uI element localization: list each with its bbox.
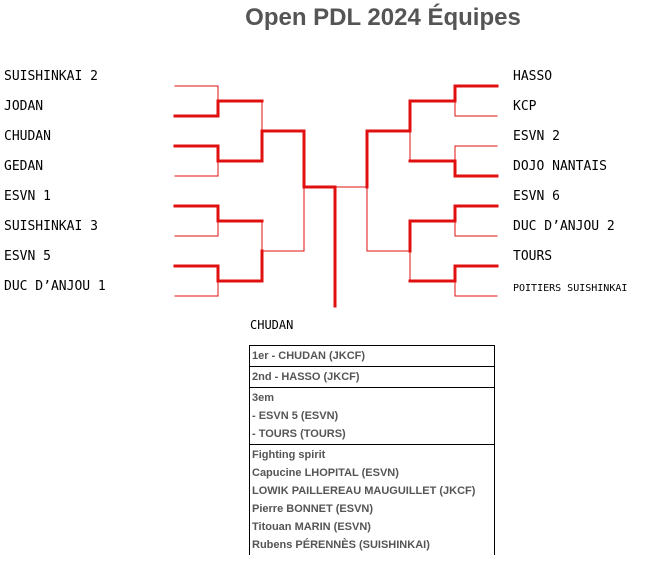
right-r1-match-4	[408, 264, 499, 297]
left-team-6: SUISHINKAI 3	[4, 219, 98, 234]
right-team-8: POITIERS SUISHINKAI	[513, 283, 628, 294]
first-place: 1er - CHUDAN (JKCF)	[252, 350, 366, 362]
right-team-6: DUC D’ANJOU 2	[513, 219, 615, 234]
fighting-spirit-2: LOWIK PAILLEREAU MAUGUILLET (JKCF)	[252, 485, 476, 497]
fighting-spirit-1: Capucine LHOPITAL (ESVN)	[252, 467, 399, 479]
right-r2-match-1	[365, 99, 412, 162]
right-r1-match-2	[408, 145, 499, 178]
left-team-4: GEDAN	[4, 159, 44, 174]
right-team-3: ESVN 2	[513, 129, 560, 144]
left-r2-match-2	[260, 220, 305, 283]
left-r3	[302, 129, 337, 252]
second-place-row: 2nd - HASSO (JKCF)	[250, 367, 494, 388]
third-place-1: - ESVN 5 (ESVN)	[252, 410, 339, 422]
right-r1-match-3	[408, 204, 499, 237]
left-team-8: DUC D’ANJOU 1	[4, 279, 106, 294]
right-team-1: HASSO	[513, 69, 553, 84]
left-r1-match-4	[173, 264, 264, 297]
right-team-2: KCP	[513, 99, 537, 114]
right-r2-match-2	[366, 219, 412, 282]
winner-label: CHUDAN	[250, 318, 294, 332]
left-team-3: CHUDAN	[4, 129, 51, 144]
left-r2-match-1	[260, 100, 306, 163]
first-place-row: 1er - CHUDAN (JKCF)	[250, 346, 494, 367]
left-r1-match-2	[173, 144, 264, 177]
left-team-2: JODAN	[4, 99, 44, 114]
fighting-spirit-label: Fighting spirit	[252, 449, 326, 461]
fighting-spirit-5: Rubens PÉRENNÈS (SUISHINKAI)	[252, 539, 430, 551]
second-place: 2nd - HASSO (JKCF)	[252, 371, 360, 383]
left-r1-match-3	[173, 204, 264, 237]
page-title: Open PDL 2024 Équipes	[245, 4, 521, 31]
left-team-1: SUISHINKAI 2	[4, 69, 98, 84]
left-team-7: ESVN 5	[4, 249, 51, 264]
third-place-label: 3em	[252, 392, 275, 404]
fighting-spirit-3: Pierre BONNET (ESVN)	[252, 503, 374, 515]
right-team-7: TOURS	[513, 249, 553, 264]
third-place-row: 3em - ESVN 5 (ESVN) - TOURS (TOURS)	[250, 388, 494, 445]
right-team-5: ESVN 6	[513, 189, 560, 204]
left-team-5: ESVN 1	[4, 189, 51, 204]
results-table: 1er - CHUDAN (JKCF) 2nd - HASSO (JKCF) 3…	[249, 345, 495, 555]
fighting-spirit-4: Titouan MARIN (ESVN)	[252, 521, 371, 533]
right-r1-match-1	[408, 84, 499, 117]
third-place-2: - TOURS (TOURS)	[252, 428, 346, 440]
left-r1-match-1	[173, 85, 264, 118]
fighting-spirit-row: Fighting spirit Capucine LHOPITAL (ESVN)…	[250, 445, 494, 555]
right-team-4: DOJO NANTAIS	[513, 159, 607, 174]
